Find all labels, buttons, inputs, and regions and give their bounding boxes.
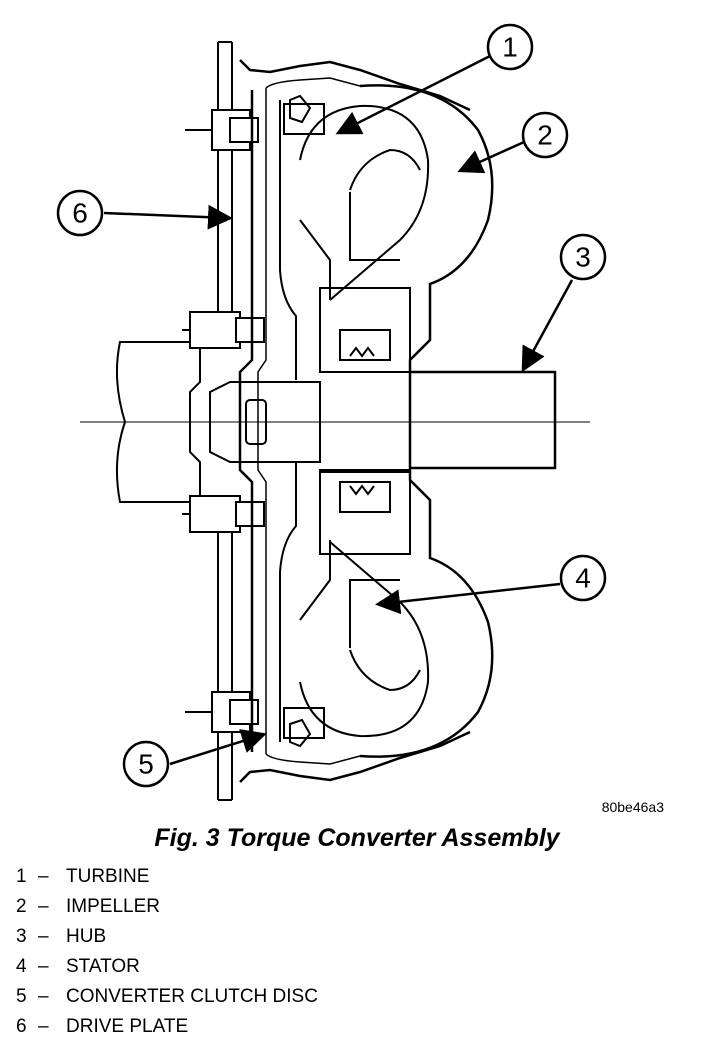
arrow-1	[335, 54, 491, 135]
callout-5: 5	[122, 740, 170, 788]
arrow-4	[375, 582, 561, 615]
legend-label: HUB	[66, 926, 107, 947]
legend-item: 5–CONVERTER CLUTCH DISC	[16, 982, 318, 1012]
mounting-bolts	[182, 109, 265, 733]
legend-separator: –	[38, 866, 49, 887]
callout-5-number: 5	[138, 749, 154, 780]
legend-list: 1–TURBINE 2–IMPELLER 3–HUB 4–STATOR 5–CO…	[16, 862, 318, 1042]
converter-blades	[299, 148, 421, 692]
legend-label: STATOR	[66, 956, 140, 977]
turbine-hub	[209, 371, 411, 473]
figure-caption: Fig. 3 Torque Converter Assembly	[154, 824, 560, 852]
arrow-2	[457, 140, 525, 174]
legend-item: 3–HUB	[16, 922, 318, 952]
legend-label: CONVERTER CLUTCH DISC	[66, 986, 318, 1007]
callout-4: 4	[559, 554, 607, 602]
arrow-3	[521, 279, 574, 373]
legend-item: 2–IMPELLER	[16, 892, 318, 922]
callout-3: 3	[559, 233, 607, 281]
legend-number: 4	[16, 956, 27, 977]
converter-cover	[238, 59, 471, 783]
legend-item: 1–TURBINE	[16, 862, 318, 892]
figure-code: 80be46a3	[602, 799, 665, 815]
arrow-5	[169, 729, 267, 766]
legend-number: 1	[16, 866, 27, 887]
callout-4-number: 4	[575, 563, 591, 594]
callout-6: 6	[56, 189, 104, 237]
callout-6-number: 6	[72, 198, 88, 229]
callout-1: 1	[486, 23, 534, 71]
converter-hub	[410, 370, 557, 470]
legend-separator: –	[38, 986, 49, 1007]
legend-number: 3	[16, 926, 27, 947]
legend-label: TURBINE	[66, 866, 150, 887]
legend-separator: –	[38, 1016, 49, 1037]
legend-label: DRIVE PLATE	[66, 1016, 189, 1037]
torque-converter-drawing: 1 2 3 4 5 6 80be46a3	[56, 23, 665, 815]
stator-assembly	[319, 287, 411, 555]
legend-number: 2	[16, 896, 27, 917]
callout-2: 2	[521, 111, 569, 159]
turbine-shell	[299, 104, 430, 738]
legend-separator: –	[38, 956, 49, 977]
legend-item: 4–STATOR	[16, 952, 318, 982]
clutch-disc	[279, 94, 325, 748]
callout-2-number: 2	[537, 120, 553, 151]
drive-plate	[217, 41, 233, 801]
legend-label: IMPELLER	[66, 896, 160, 917]
legend-number: 6	[16, 1016, 27, 1037]
converter-cover-inner	[257, 77, 361, 765]
legend-item: 6–DRIVE PLATE	[16, 1012, 318, 1042]
crankshaft-flange	[115, 341, 201, 503]
legend-number: 5	[16, 986, 27, 1007]
callout-1-number: 1	[502, 32, 518, 63]
leader-arrows	[103, 54, 574, 766]
callout-3-number: 3	[575, 242, 591, 273]
legend-separator: –	[38, 896, 49, 917]
legend-separator: –	[38, 926, 49, 947]
arrow-6	[103, 204, 233, 230]
